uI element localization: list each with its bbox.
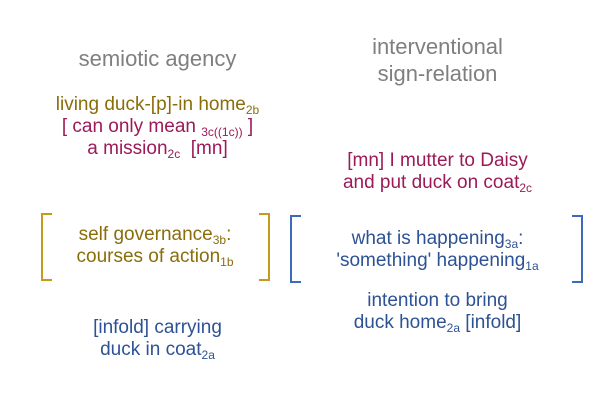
header-left-text: semiotic agency [78, 46, 237, 71]
duck-home-line: duck home2a [infold] [353, 312, 522, 335]
courses-of-action-line: courses of action1b [76, 246, 234, 269]
mutter-to-daisy-block: [mn] I mutter to Daisy and put duck on c… [295, 150, 580, 194]
living-duck-block: living duck-[p]-in home2b [ can only mea… [10, 94, 305, 160]
a-mission-line: a mission2c [mn] [87, 138, 228, 161]
right-box-open-bracket [290, 215, 301, 283]
self-governance-block: self governance3b: courses of action1b [50, 224, 260, 268]
duck-in-coat-line: duck in coat2a [100, 339, 215, 362]
self-governance-line: self governance3b: [78, 224, 232, 247]
left-box-close-bracket [259, 213, 270, 281]
what-is-happening-line: what is happening3a: [351, 228, 524, 251]
header-right-line2: sign-relation [377, 61, 498, 86]
left-box-open-bracket [41, 213, 52, 281]
mutter-line: [mn] I mutter to Daisy [347, 150, 528, 171]
can-only-mean-line: [ can only mean 3c((1c)) ] [61, 116, 254, 139]
something-happening-line: 'something' happening1a [336, 250, 539, 273]
intention-to-bring-block: intention to bring duck home2a [infold] [300, 290, 575, 334]
what-is-happening-block: what is happening3a: 'something' happeni… [300, 228, 575, 272]
header-semiotic-agency: semiotic agency [40, 45, 275, 72]
intention-line: intention to bring [367, 290, 508, 311]
header-interventional-sign-relation: interventional sign-relation [320, 33, 555, 87]
right-box-close-bracket [572, 215, 583, 283]
carrying-duck-block: [infold] carrying duck in coat2a [45, 317, 270, 361]
put-duck-on-coat-line: and put duck on coat2c [342, 172, 533, 195]
infold-carrying-line: [infold] carrying [93, 317, 222, 338]
header-right-line1: interventional [372, 34, 503, 59]
living-duck-line: living duck-[p]-in home2b [55, 94, 260, 117]
